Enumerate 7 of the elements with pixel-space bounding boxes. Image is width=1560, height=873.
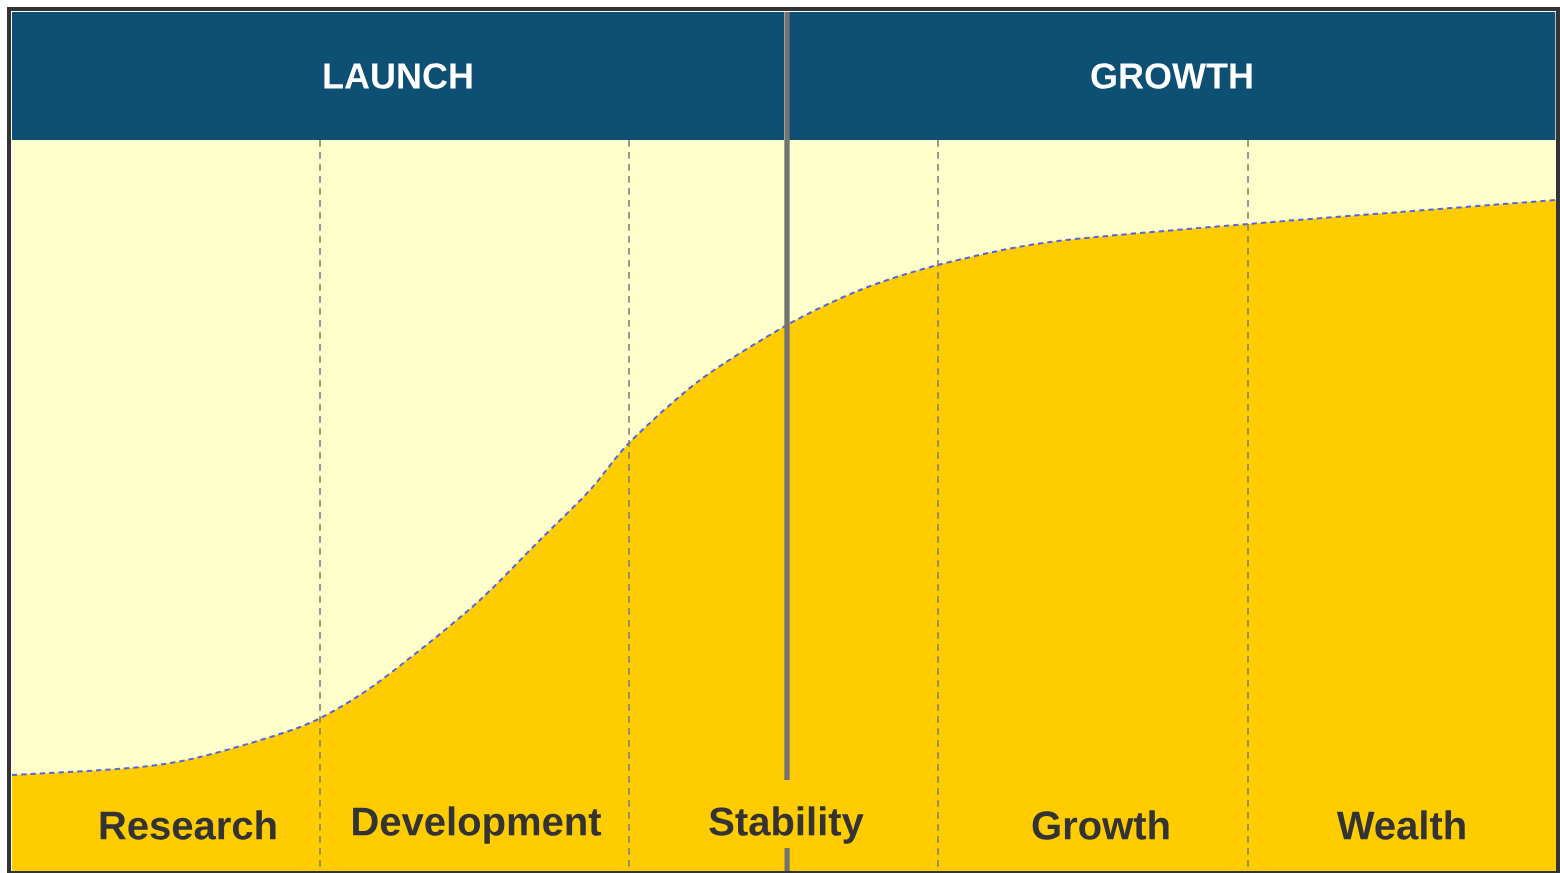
stage-label: Wealth <box>1336 810 1465 840</box>
stage-label: Research <box>100 810 276 840</box>
header-band: GROWTH <box>788 12 1556 140</box>
stage-label: Development <box>353 806 602 844</box>
header-band: LAUNCH <box>12 12 784 140</box>
stage-label: Stability <box>709 806 864 844</box>
stage-label: Growth <box>1032 810 1169 840</box>
